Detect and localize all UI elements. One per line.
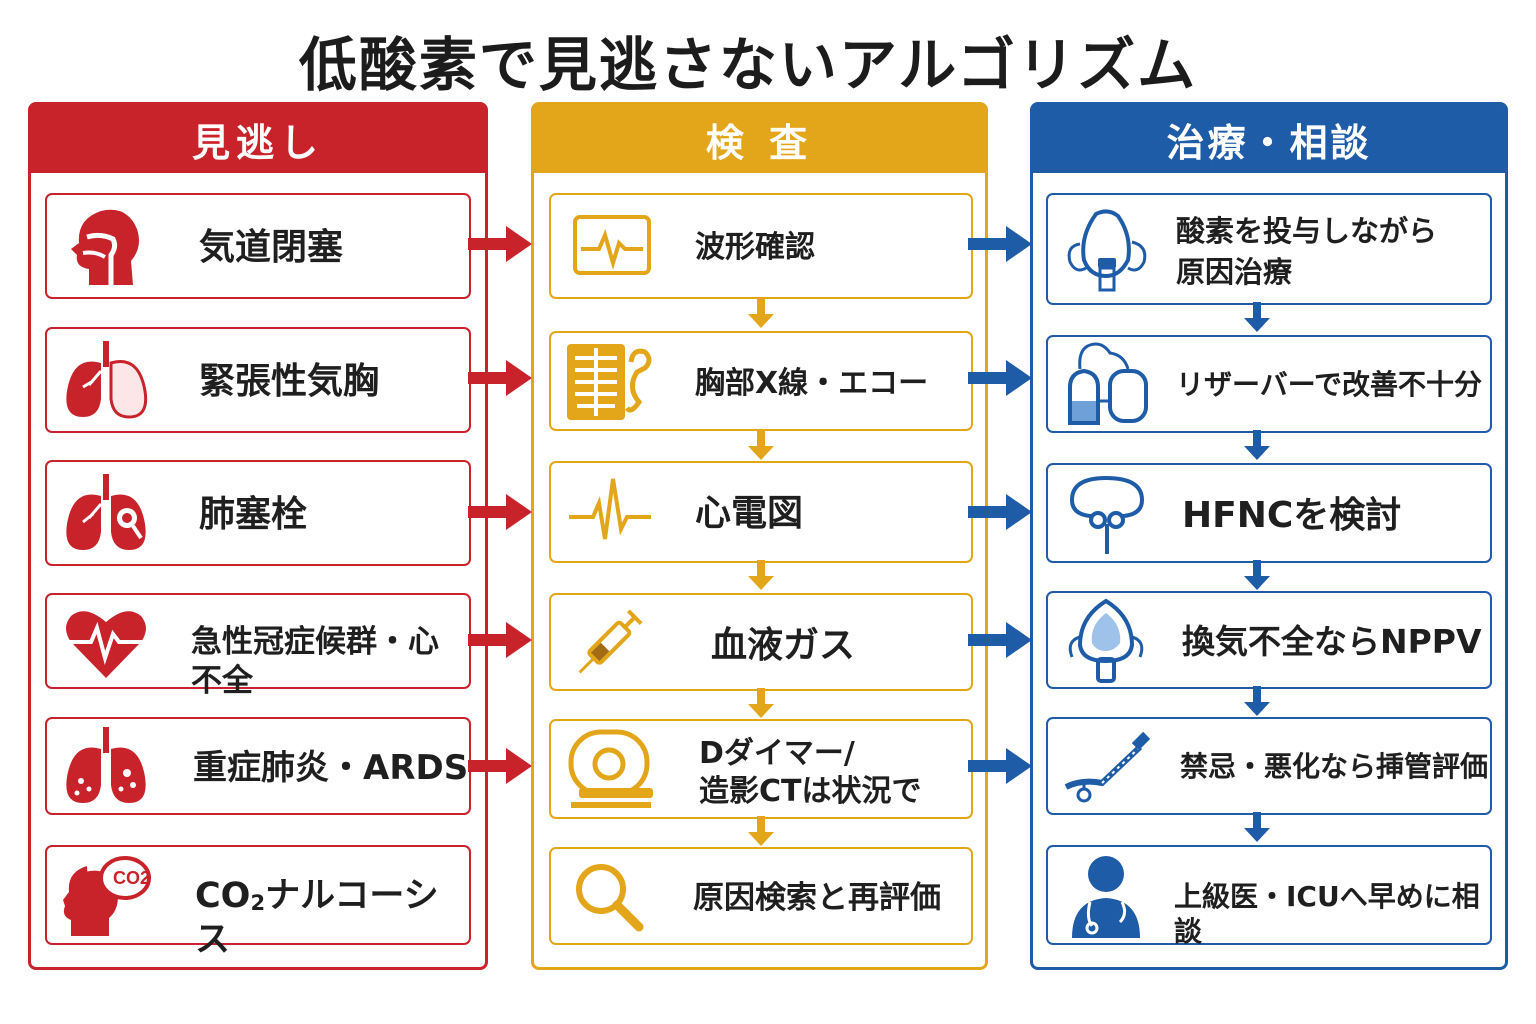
arrow-down-yellow-1 bbox=[748, 298, 774, 328]
arrow-down-blue-1 bbox=[1244, 302, 1270, 332]
co2-head-icon: CO2 bbox=[63, 856, 151, 936]
arrow-red-to-yellow-3 bbox=[468, 494, 532, 530]
card-nppv[interactable]: 換気不全ならNPPV bbox=[1046, 591, 1492, 689]
arrow-down-yellow-5 bbox=[748, 816, 774, 846]
card-chest-xray-echo[interactable]: 胸部X線・エコー bbox=[549, 331, 973, 431]
card-ddimer-ct[interactable]: Dダイマー/ 造影CTは状況で bbox=[549, 719, 973, 819]
card-label: HFNCを検討 bbox=[1182, 495, 1402, 536]
reservoir-mask-icon bbox=[1068, 342, 1148, 425]
syringe-icon bbox=[578, 609, 643, 674]
card-pulmonary-embolism[interactable]: 肺塞栓 bbox=[45, 460, 471, 566]
lungs-pneumonia-icon bbox=[66, 727, 146, 803]
arrow-yellow-to-blue-2 bbox=[968, 360, 1032, 396]
card-label: 重症肺炎・ARDS bbox=[193, 748, 469, 788]
arrow-red-to-yellow-5 bbox=[468, 748, 532, 784]
arrow-red-to-yellow-2 bbox=[468, 360, 532, 396]
arrow-yellow-to-blue-3 bbox=[968, 494, 1032, 530]
lungs-icon bbox=[66, 341, 148, 419]
card-label: Dダイマー/ 造影CTは状況で bbox=[699, 736, 922, 809]
arrow-down-blue-4 bbox=[1244, 686, 1270, 716]
card-label: CO2ナルコーシス bbox=[195, 876, 439, 960]
card-cause-search-reassess[interactable]: 原因検索と再評価 bbox=[549, 847, 973, 945]
column-missed: 見逃し 気道閉塞 緊張性気胸 肺塞栓 bbox=[28, 102, 488, 970]
lungs-embolus-icon bbox=[66, 474, 146, 550]
column-header-missed: 見逃し bbox=[31, 105, 485, 173]
arrow-down-blue-2 bbox=[1244, 430, 1270, 460]
monitor-waveform-icon bbox=[573, 215, 651, 275]
oxygen-mask-icon bbox=[1067, 209, 1147, 292]
column-tests: 検 査 波形確認 胸部X線・エコー 心電図 bbox=[531, 102, 988, 970]
card-label: 上級医・ICUへ早めに相談 bbox=[1174, 880, 1480, 948]
ecg-icon bbox=[569, 478, 651, 540]
card-label: 換気不全ならNPPV bbox=[1182, 622, 1482, 661]
card-label: 緊張性気胸 bbox=[199, 361, 380, 402]
arrow-yellow-to-blue-4 bbox=[968, 622, 1032, 658]
card-label: 胸部X線・エコー bbox=[695, 366, 929, 401]
card-severe-pneumonia-ards[interactable]: 重症肺炎・ARDS bbox=[45, 717, 471, 815]
doctor-icon bbox=[1072, 856, 1140, 938]
arrow-down-yellow-4 bbox=[748, 688, 774, 718]
magnifier-icon bbox=[576, 864, 644, 932]
column-header-treatment: 治療・相談 bbox=[1033, 105, 1505, 173]
arrow-yellow-to-blue-5 bbox=[968, 748, 1032, 784]
arrow-red-to-yellow-1 bbox=[468, 226, 532, 262]
card-label: 心電図 bbox=[695, 493, 804, 534]
card-tension-pneumothorax[interactable]: 緊張性気胸 bbox=[45, 327, 471, 433]
arrow-down-yellow-3 bbox=[748, 560, 774, 590]
svg-text:CO2: CO2 bbox=[113, 868, 150, 888]
column-treatment: 治療・相談 酸素を投与しながら 原因治療 リザーバーで改善不十分 bbox=[1030, 102, 1508, 970]
card-label: 波形確認 bbox=[695, 230, 815, 265]
endotracheal-tube-icon bbox=[1064, 731, 1151, 803]
airway-head-icon bbox=[71, 209, 139, 285]
card-label: 血液ガス bbox=[711, 625, 856, 666]
card-oxygen-cause-treatment[interactable]: 酸素を投与しながら 原因治療 bbox=[1046, 193, 1492, 305]
arrow-down-yellow-2 bbox=[748, 430, 774, 460]
nppv-mask-icon bbox=[1068, 598, 1144, 683]
arrow-red-to-yellow-4 bbox=[468, 622, 532, 658]
card-label: 気道閉塞 bbox=[199, 227, 344, 268]
arrow-yellow-to-blue-1 bbox=[968, 226, 1032, 262]
arrow-down-blue-3 bbox=[1244, 560, 1270, 590]
card-reservoir-insufficient[interactable]: リザーバーで改善不十分 bbox=[1046, 335, 1492, 433]
card-blood-gas[interactable]: 血液ガス bbox=[549, 593, 973, 691]
card-label: 肺塞栓 bbox=[199, 494, 308, 535]
nasal-cannula-icon bbox=[1070, 475, 1145, 554]
card-senior-icu-consult[interactable]: 上級医・ICUへ早めに相談 bbox=[1046, 845, 1492, 948]
card-co2-narcosis[interactable]: CO2 CO2ナルコーシス bbox=[45, 845, 471, 960]
page-title: 低酸素で見逃さないアルゴリズム bbox=[298, 31, 1198, 99]
card-ecg[interactable]: 心電図 bbox=[549, 461, 973, 563]
column-header-tests: 検 査 bbox=[534, 105, 985, 173]
card-hfnc[interactable]: HFNCを検討 bbox=[1046, 463, 1492, 563]
card-acs-heart-failure[interactable]: 急性冠症候群・心不全 bbox=[45, 593, 471, 699]
card-airway-obstruction[interactable]: 気道閉塞 bbox=[45, 193, 471, 299]
heart-ecg-icon bbox=[65, 611, 147, 678]
arrow-down-blue-5 bbox=[1244, 812, 1270, 842]
card-label: リザーバーで改善不十分 bbox=[1176, 368, 1483, 401]
card-waveform-check[interactable]: 波形確認 bbox=[549, 193, 973, 299]
card-label: 原因検索と再評価 bbox=[693, 880, 941, 916]
xray-ultrasound-icon bbox=[567, 344, 652, 420]
ct-scanner-icon bbox=[568, 729, 653, 808]
card-label: 禁忌・悪化なら挿管評価 bbox=[1180, 750, 1489, 783]
card-intubation-eval[interactable]: 禁忌・悪化なら挿管評価 bbox=[1046, 717, 1492, 815]
card-label: 酸素を投与しながら 原因治療 bbox=[1176, 214, 1438, 289]
card-label: 急性冠症候群・心不全 bbox=[191, 624, 439, 699]
